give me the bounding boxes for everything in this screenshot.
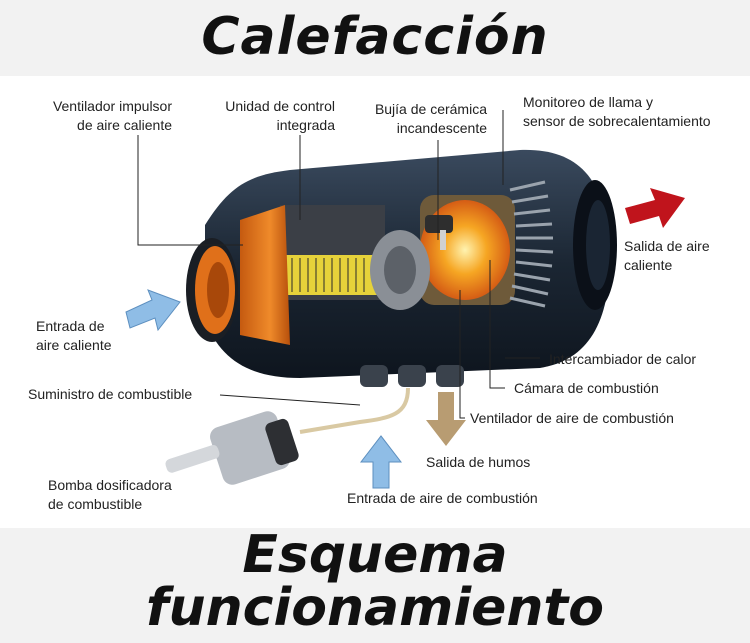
label-hot-air-out: Salida de aire caliente [624,238,710,273]
label-fuel-pump: Bomba dosificadora de combustible [48,477,172,512]
exhaust-arrow [426,392,466,446]
page-title: Calefacción [201,7,549,67]
bottom-ports [360,365,464,387]
fuel-pump [165,387,410,485]
top-banner [0,0,750,76]
combustion-air-in-arrow [359,435,403,489]
control-unit [280,205,385,300]
bottom-title-line2: funcionamiento [145,578,605,638]
bottom-title-line1: Esquema [242,525,508,585]
label-glow-plug: Bujía de cerámica incandescente [374,101,487,136]
bottom-banner [0,528,750,643]
label-control-unit: Unidad de control integrada [225,98,335,133]
hot-air-fan [186,205,290,345]
label-flame-monitor: Monitoreo de llama y sensor de sobrecale… [523,94,711,129]
hot-air-in-arrow [125,289,181,332]
label-heat-exchanger: Intercambiador de calor [549,351,697,367]
heat-exchanger [509,180,554,308]
combustion-fan [370,230,430,310]
label-combustion-air-in: Entrada de aire de combustión [347,490,538,506]
label-combustion-fan: Ventilador de aire de combustión [470,410,674,426]
label-hot-air-in: Entrada de aire caliente [36,318,112,353]
combustion-chamber [420,195,515,305]
hot-air-out-arrow [625,188,685,228]
label-hot-air-fan: Ventilador impulsor de aire caliente [52,98,172,133]
heater-diagram [125,110,685,489]
glow-plug [425,215,453,250]
label-fuel-supply: Suministro de combustible [28,386,193,402]
leader-lines [137,110,540,419]
label-exhaust-out: Salida de humos [426,454,531,470]
label-combustion-chamber: Cámara de combustión [514,380,659,396]
